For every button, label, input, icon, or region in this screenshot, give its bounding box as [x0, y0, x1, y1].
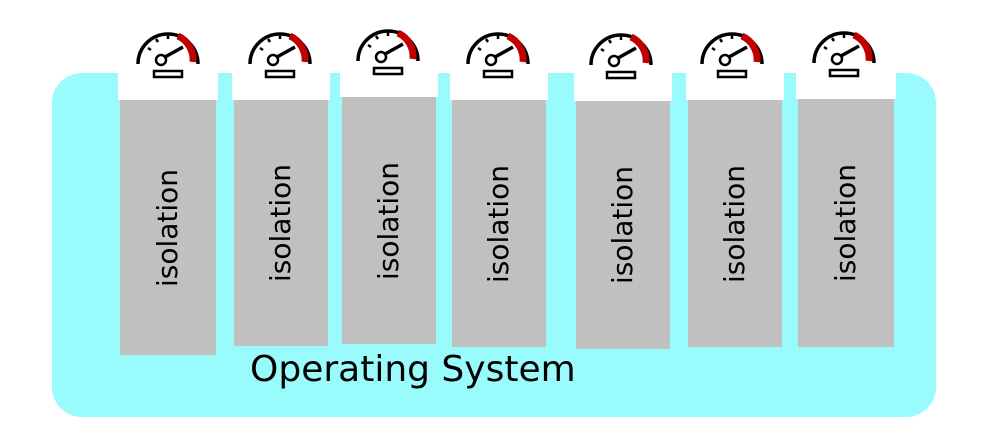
isolation-label: isolation — [482, 164, 515, 283]
isolation-container: isolation — [798, 99, 894, 347]
speedometer-icon — [356, 29, 420, 76]
speedometer-icon — [136, 32, 200, 79]
operating-system-label: Operating System — [250, 349, 576, 390]
isolation-label: isolation — [718, 164, 751, 283]
isolation-label: isolation — [151, 168, 184, 287]
isolation-container: isolation — [576, 101, 670, 349]
gauge-backing — [796, 60, 896, 99]
isolation-label: isolation — [606, 165, 639, 285]
gauge-backing — [118, 60, 218, 100]
gauge-backing — [232, 60, 330, 100]
isolation-container: isolation — [234, 100, 328, 346]
gauge-backing — [450, 60, 548, 100]
speedometer-icon — [700, 32, 764, 79]
gauge-backing — [340, 60, 438, 97]
speedometer-icon — [589, 33, 653, 80]
gauge-backing — [686, 60, 784, 100]
isolation-label: isolation — [829, 163, 862, 283]
speedometer-icon — [812, 31, 876, 78]
isolation-container: isolation — [452, 100, 546, 347]
speedometer-icon — [466, 32, 530, 79]
gauge-backing — [574, 60, 672, 101]
isolation-container: isolation — [688, 100, 782, 347]
isolation-container: isolation — [120, 100, 216, 355]
isolation-label: isolation — [264, 163, 297, 283]
speedometer-icon — [248, 32, 312, 79]
isolation-label: isolation — [372, 161, 405, 280]
isolation-container: isolation — [342, 97, 436, 344]
